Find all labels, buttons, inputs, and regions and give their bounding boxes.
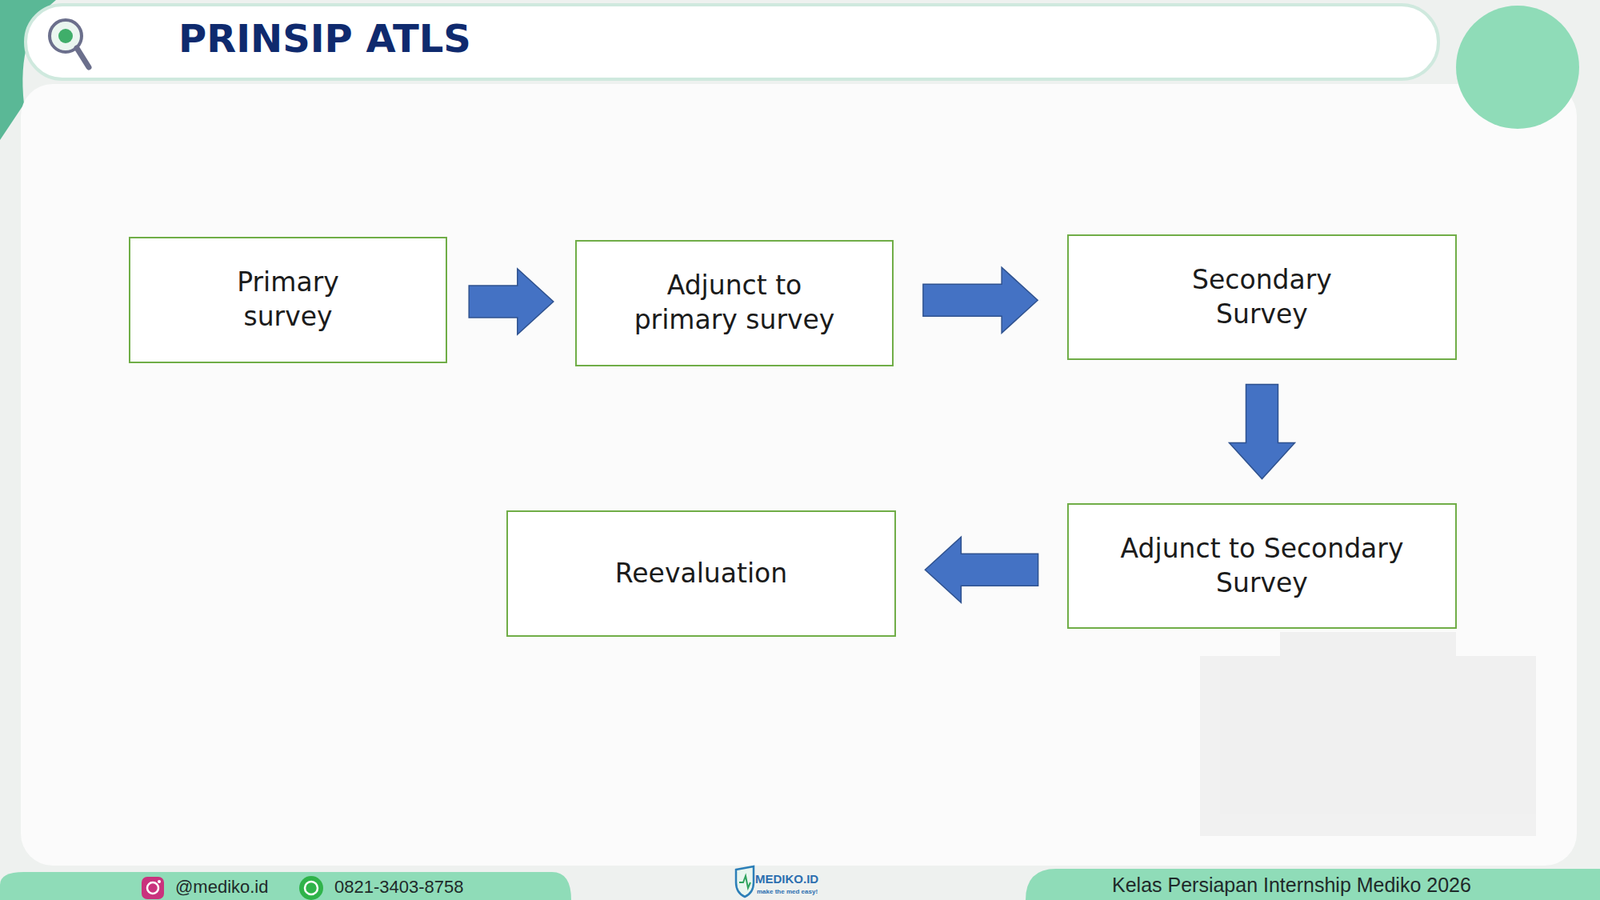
box-label: Adjunct to Secondary Survey [1110,532,1415,601]
box-label: Secondary Survey [1158,263,1367,332]
whatsapp-icon [299,876,324,900]
instagram-icon [141,876,164,900]
block-arrow [924,536,1038,603]
block-arrow [1229,384,1296,479]
box-label: Primary survey [208,265,368,335]
footer-text: MEDIKO.ID [755,872,819,886]
box-label: Reevaluation [615,556,788,592]
process-box: Adjunct to primary survey [575,240,894,367]
logo-shield [736,866,754,897]
box-label: Adjunct to primary survey [630,268,839,338]
process-box: Adjunct to Secondary Survey [1067,503,1457,629]
process-box: Reevaluation [506,510,896,637]
block-arrow [923,267,1038,333]
footer-text: @mediko.id [175,876,269,898]
corner-circle [1456,5,1580,129]
process-box: Primary survey [128,236,448,364]
footer-text: make the med easy! [756,888,818,896]
content-panel [20,84,1577,866]
process-box: Secondary Survey [1067,234,1457,360]
block-arrow [468,268,554,335]
footer-text: Kelas Persiapan Internship Mediko 2026 [1112,873,1472,897]
magnifier-icon [49,20,89,68]
slide-title: PRINSIP ATLS [178,16,472,61]
title-bar [25,4,1439,80]
footer-band [1025,868,1600,900]
footer-band [0,872,572,900]
footer-text: 0821-3403-8758 [334,876,464,898]
watermark-building [1200,632,1536,836]
